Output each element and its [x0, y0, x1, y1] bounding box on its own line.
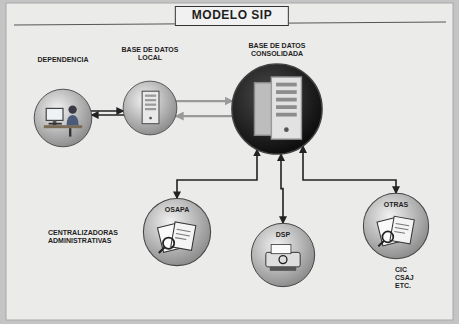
drive-bay: [276, 90, 297, 94]
circle-outline: [34, 89, 92, 147]
node-label: BASE DE DATOS LOCAL: [121, 46, 179, 62]
node-label: BASE DE DATOS CONSOLIDADA: [237, 42, 317, 58]
circle-node: BASE DE DATOS LOCAL: [115, 46, 185, 136]
desk: [44, 125, 82, 128]
scan-icon: [266, 244, 300, 270]
connector-arrow: [92, 114, 124, 116]
node-circle: [33, 88, 93, 148]
label-row: BASE DE DATOS CONSOLIDADA: [229, 42, 325, 60]
chair: [69, 128, 71, 136]
drive-bay: [145, 95, 156, 97]
drive-bay: [145, 99, 156, 101]
connector-arrow: [176, 115, 233, 117]
label-row: DEPENDENCIA: [28, 48, 98, 66]
power-led: [284, 127, 289, 132]
scanner: [266, 252, 300, 267]
circle-node: DSP: [250, 222, 316, 288]
paper-sheet: [271, 244, 291, 253]
node-subtitle: CIC CSAJ ETC.: [395, 266, 421, 290]
lens: [279, 256, 287, 264]
drive-bay: [276, 105, 297, 109]
bigserver-icon: [254, 77, 301, 139]
person-body: [67, 115, 79, 125]
server-tower: [142, 91, 159, 123]
database-circle: [230, 62, 324, 156]
keyboard: [49, 123, 62, 125]
database-node: BASE DE DATOS CONSOLIDADA: [229, 42, 325, 156]
group-label: CENTRALIZADORAS ADMINISTRATIVAS: [48, 229, 136, 245]
diagram-title: MODELO SIP: [192, 9, 272, 23]
paper-sheet: [171, 222, 196, 250]
magnifier-handle: [378, 241, 383, 246]
server-tower: [271, 77, 301, 139]
node-label: OTRAS: [362, 192, 430, 209]
power-led: [149, 117, 152, 120]
connector-arrow: [281, 154, 283, 223]
server-icon: [142, 91, 159, 123]
magnifier: [163, 238, 174, 249]
title-box: MODELO SIP: [175, 6, 289, 26]
paper-lines: [175, 229, 190, 240]
node-label: DSP: [250, 222, 316, 239]
drive-bay: [276, 98, 297, 102]
connector-arrow: [177, 149, 257, 198]
drive-bay: [145, 104, 156, 106]
node-label: OSAPA: [142, 197, 212, 214]
scanner-base: [270, 267, 296, 271]
docs-icon: [157, 222, 195, 253]
circle-node: OSAPA: [142, 197, 212, 267]
paper: [6, 3, 453, 320]
circle-outline: [123, 81, 177, 135]
drive-bay: [276, 83, 297, 87]
node-circle: [122, 80, 178, 136]
docs-icon: [377, 216, 414, 246]
label-row: BASE DE DATOS LOCAL: [115, 46, 185, 64]
paper-lines: [394, 223, 409, 233]
magnifier: [382, 231, 393, 242]
magnifier-handle: [159, 247, 165, 253]
circle-node: OTRASCIC CSAJ ETC.: [362, 192, 430, 260]
drive-bay: [276, 113, 297, 117]
person-head: [68, 105, 76, 113]
circle-node: DEPENDENCIA: [28, 48, 98, 148]
person-icon: [44, 105, 82, 136]
monitor: [46, 108, 63, 120]
connector-arrow: [303, 146, 396, 193]
node-label: DEPENDENCIA: [38, 56, 89, 64]
drive-bay: [145, 108, 156, 110]
connector-arrow: [176, 100, 233, 102]
connector-arrow: [91, 110, 123, 112]
paper-sheet: [390, 216, 414, 244]
circle-outline: [232, 64, 322, 154]
